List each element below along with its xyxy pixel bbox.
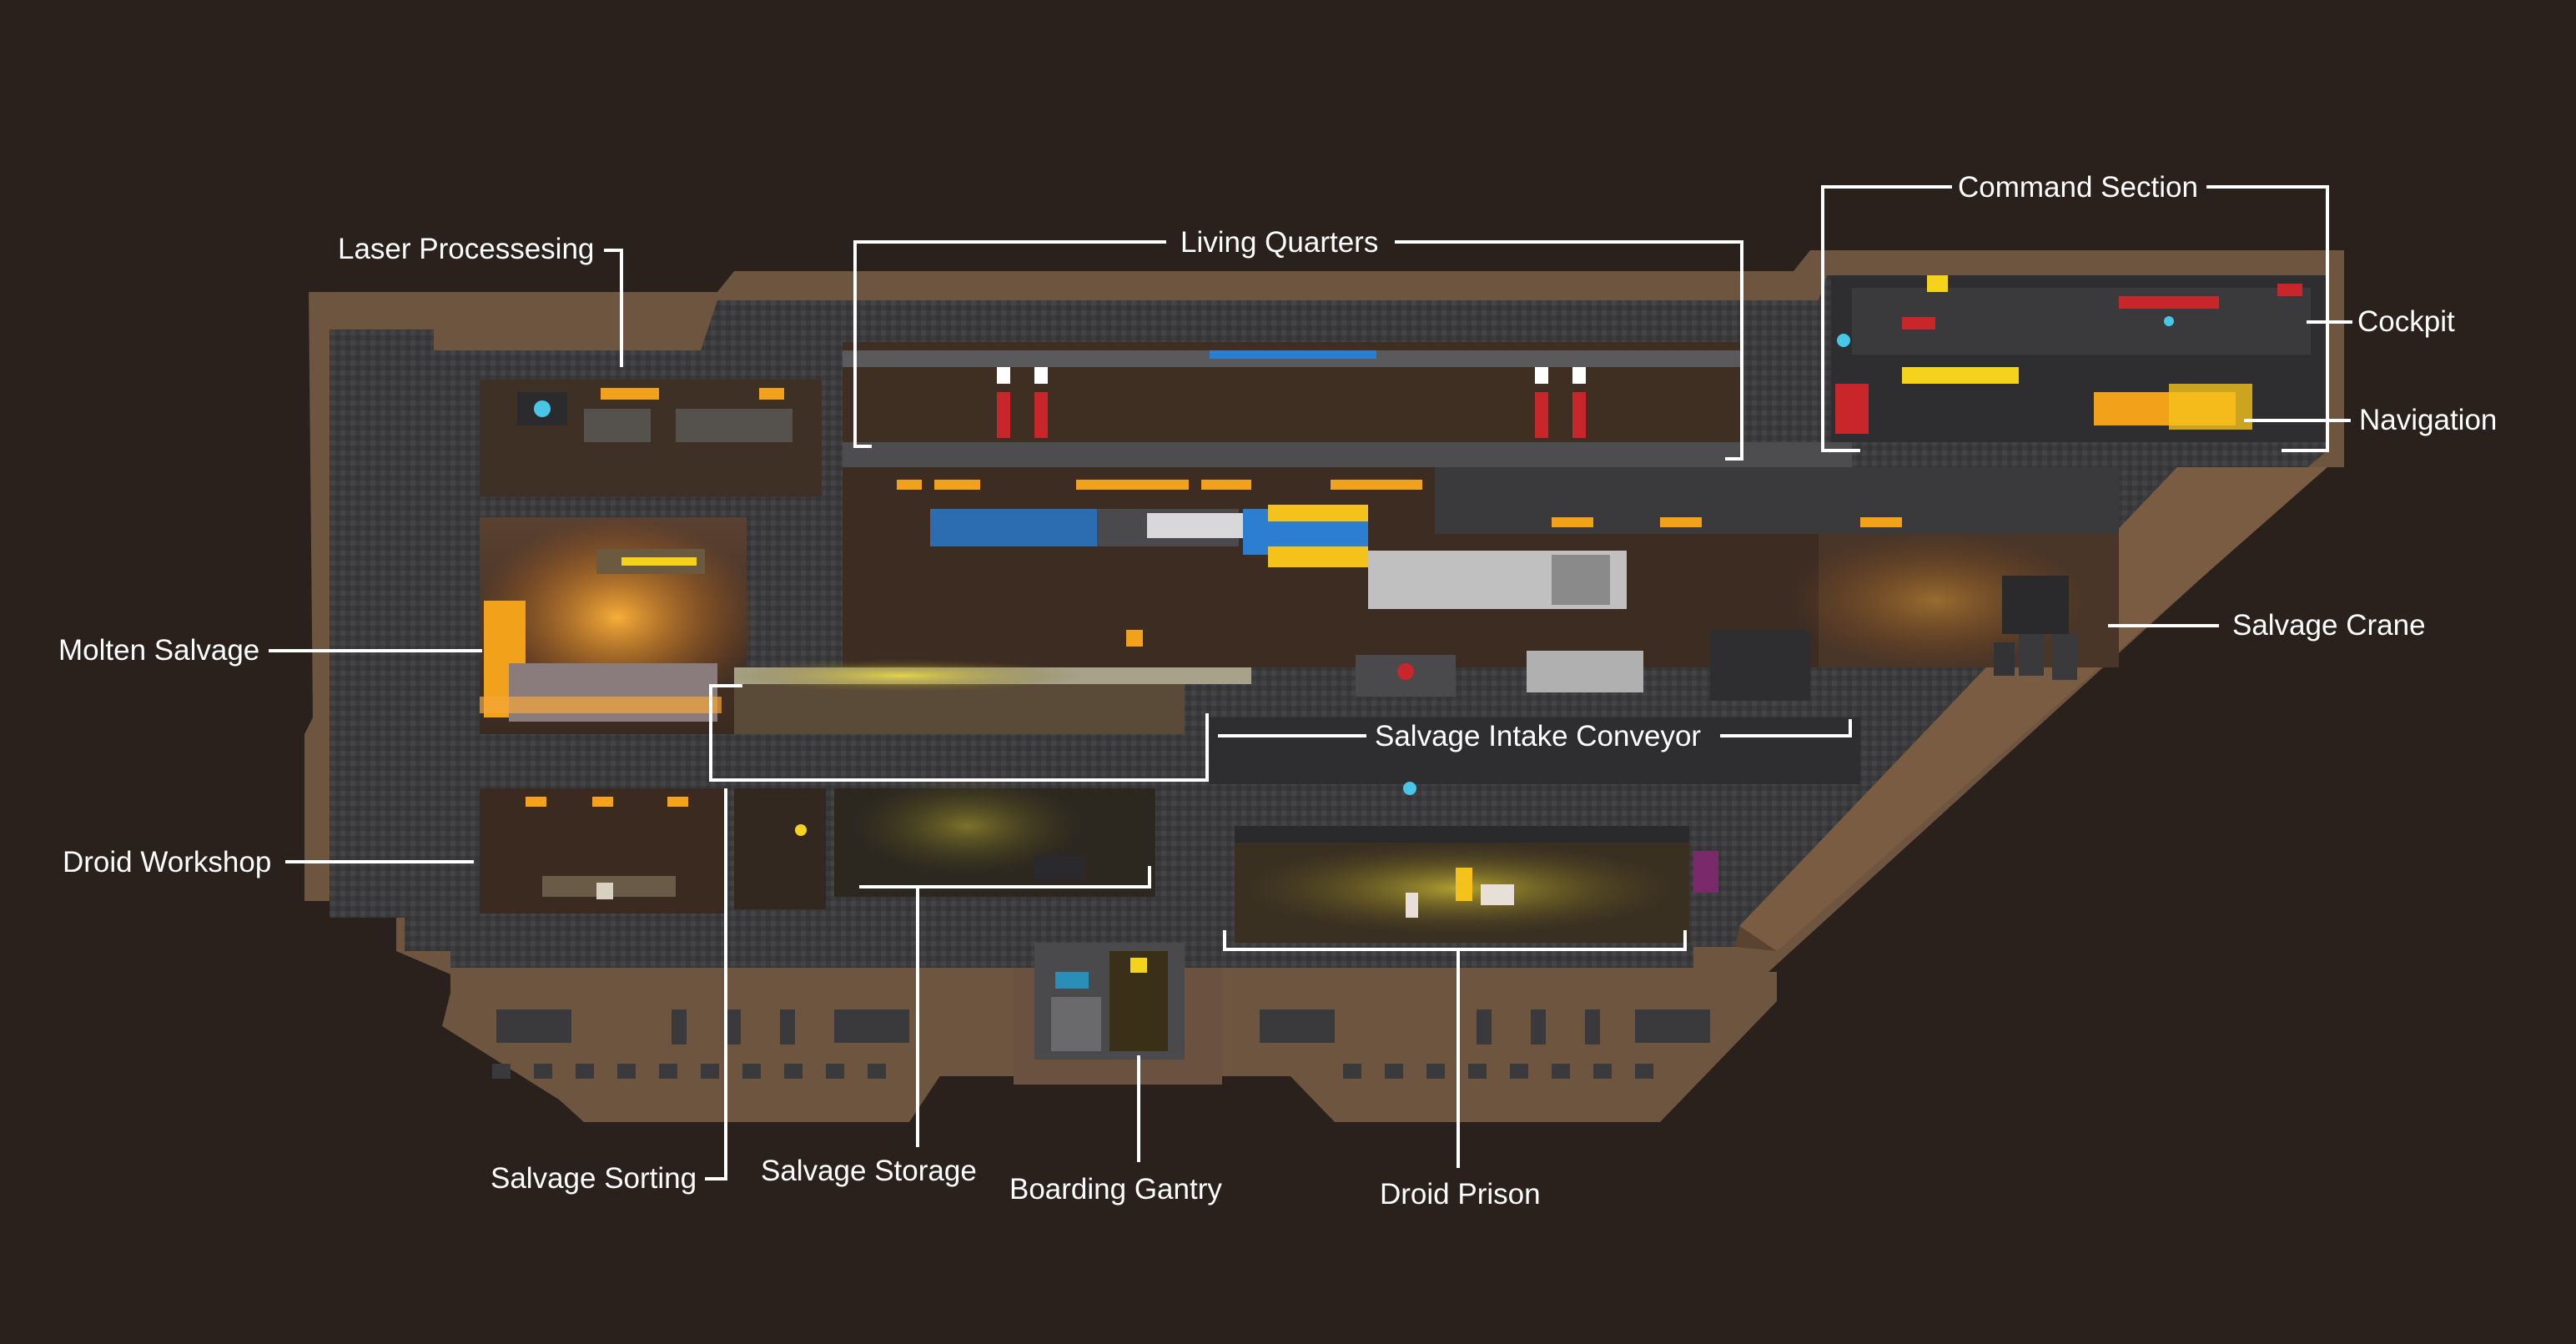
label-salvage-storage: Salvage Storage bbox=[761, 1155, 977, 1187]
label-salvage-intake-conveyor: Salvage Intake Conveyor bbox=[1375, 720, 1701, 753]
pod-windows bbox=[492, 1009, 1710, 1079]
callout-line-laser-processing bbox=[604, 249, 623, 367]
label-living-quarters: Living Quarters bbox=[1180, 226, 1378, 259]
label-salvage-sorting: Salvage Sorting bbox=[491, 1162, 697, 1195]
interior-compartments bbox=[475, 275, 2327, 1060]
callout-lines bbox=[269, 185, 2352, 1180]
label-command-section: Command Section bbox=[1958, 171, 2198, 204]
label-droid-prison: Droid Prison bbox=[1380, 1178, 1541, 1211]
callout-line-salvage-storage bbox=[859, 866, 1151, 888]
callout-line-salvage-sorting bbox=[705, 788, 727, 1180]
label-cockpit: Cockpit bbox=[2357, 305, 2455, 338]
salvage-sorting-room bbox=[734, 788, 826, 909]
upper-corridor bbox=[1435, 467, 2119, 534]
shuttle-craft bbox=[930, 509, 1097, 546]
salvage-crane bbox=[1994, 576, 2077, 680]
crane-bay-armour bbox=[1739, 467, 2327, 951]
crane-bay-armour-shadow bbox=[1735, 926, 1777, 951]
callout-bracket-droid-prison bbox=[1223, 930, 1687, 951]
callout-bracket-conveyor bbox=[709, 684, 1209, 782]
callout-bracket-command-section bbox=[1821, 185, 1952, 452]
label-boarding-gantry: Boarding Gantry bbox=[1009, 1173, 1222, 1206]
callout-bracket-living-quarters bbox=[853, 240, 1166, 448]
label-laser-processing: Laser Processesing bbox=[338, 233, 594, 265]
callout-labels: Laser Processesing Living Quarters Comma… bbox=[58, 171, 2497, 1211]
label-droid-workshop: Droid Workshop bbox=[63, 846, 271, 878]
label-navigation: Navigation bbox=[2359, 404, 2497, 436]
label-molten-salvage: Molten Salvage bbox=[58, 634, 259, 667]
label-salvage-crane: Salvage Crane bbox=[2232, 609, 2426, 642]
landing-pod-right bbox=[1218, 972, 1777, 1122]
